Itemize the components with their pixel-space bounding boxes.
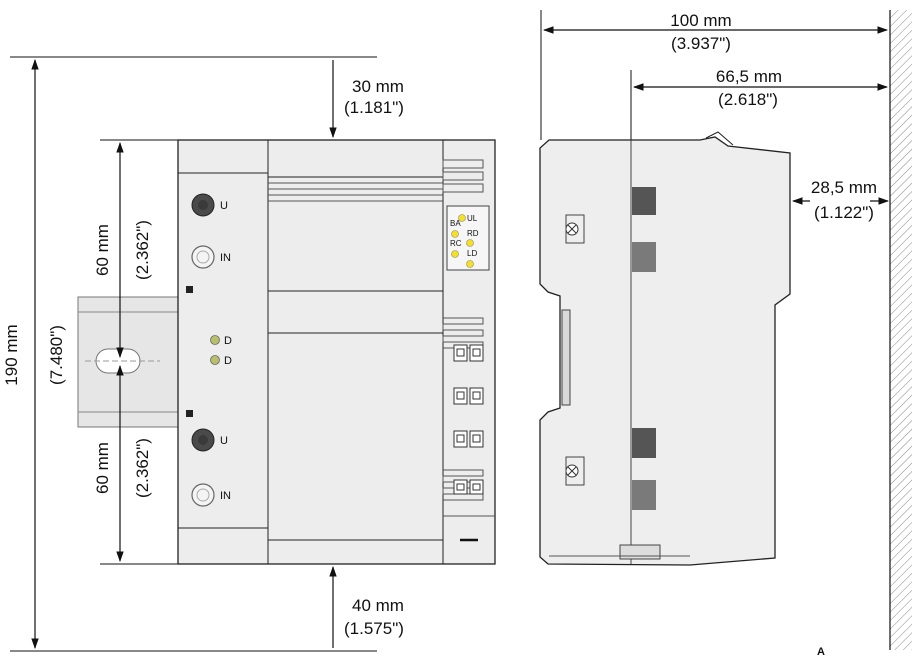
- status-led-rd: [466, 239, 474, 247]
- front-view: UL BA RD RC LD U IN D D U: [2, 56, 496, 652]
- vent-4: [632, 480, 656, 510]
- u-label-bottom: U: [220, 435, 228, 447]
- status-label-rc: RC: [450, 239, 462, 248]
- module-housing: [177, 139, 496, 565]
- dim-lower-inch: (2.362"): [133, 438, 152, 498]
- status-label-ul: UL: [467, 214, 478, 223]
- dim-offset-inch: (1.122"): [814, 203, 874, 222]
- status-label-ld: LD: [467, 249, 477, 258]
- din-rail: [77, 296, 181, 428]
- in-connector-bottom: [191, 483, 215, 507]
- side-view: 100 mm (3.937") 66,5 mm (2.618") 28,5 mm…: [539, 10, 912, 650]
- status-led-panel: UL BA RD RC LD: [450, 214, 479, 268]
- status-led-ul: [458, 214, 466, 222]
- dim-total-mm: 190 mm: [2, 324, 21, 385]
- in-label-bottom: IN: [220, 490, 231, 502]
- status-led-rc: [451, 250, 459, 258]
- figure-mark: A: [817, 646, 825, 658]
- mounting-wall: [890, 10, 912, 650]
- dim-depth-mm: 66,5 mm: [716, 67, 782, 86]
- dim-lower-mm: 60 mm: [93, 442, 112, 494]
- dim-upper-mm: 60 mm: [93, 224, 112, 276]
- dim-bottom-mm: 40 mm: [352, 596, 404, 615]
- dim-depth-inch: (2.618"): [718, 90, 778, 109]
- status-led-ld: [466, 260, 474, 268]
- dim-total-inch: (7.480"): [47, 325, 66, 385]
- front-connectors: U IN D D U IN: [186, 193, 232, 507]
- side-housing: [539, 131, 791, 566]
- vent-1: [632, 187, 656, 215]
- led-2: [210, 355, 220, 365]
- terminal-clamps: [453, 344, 484, 495]
- status-led-ba: [451, 230, 459, 238]
- status-label-rd: RD: [467, 229, 479, 238]
- dim-width-inch: (3.937"): [671, 34, 731, 53]
- in-connector-top: [191, 245, 215, 269]
- dim-upper-inch: (2.362"): [133, 220, 152, 280]
- dim-top-inch: (1.181"): [344, 98, 404, 117]
- vent-2: [632, 242, 656, 272]
- led-1: [210, 335, 220, 345]
- led-label-1: D: [224, 335, 232, 347]
- vent-3: [632, 428, 656, 458]
- dim-width-mm: 100 mm: [670, 11, 731, 30]
- status-label-ba: BA: [450, 219, 461, 228]
- dim-bottom-inch: (1.575"): [344, 619, 404, 638]
- led-label-2: D: [224, 355, 232, 367]
- in-label-top: IN: [220, 252, 231, 264]
- dim-top-mm: 30 mm: [352, 77, 404, 96]
- u-label-top: U: [220, 200, 228, 212]
- dim-offset-mm: 28,5 mm: [811, 178, 877, 197]
